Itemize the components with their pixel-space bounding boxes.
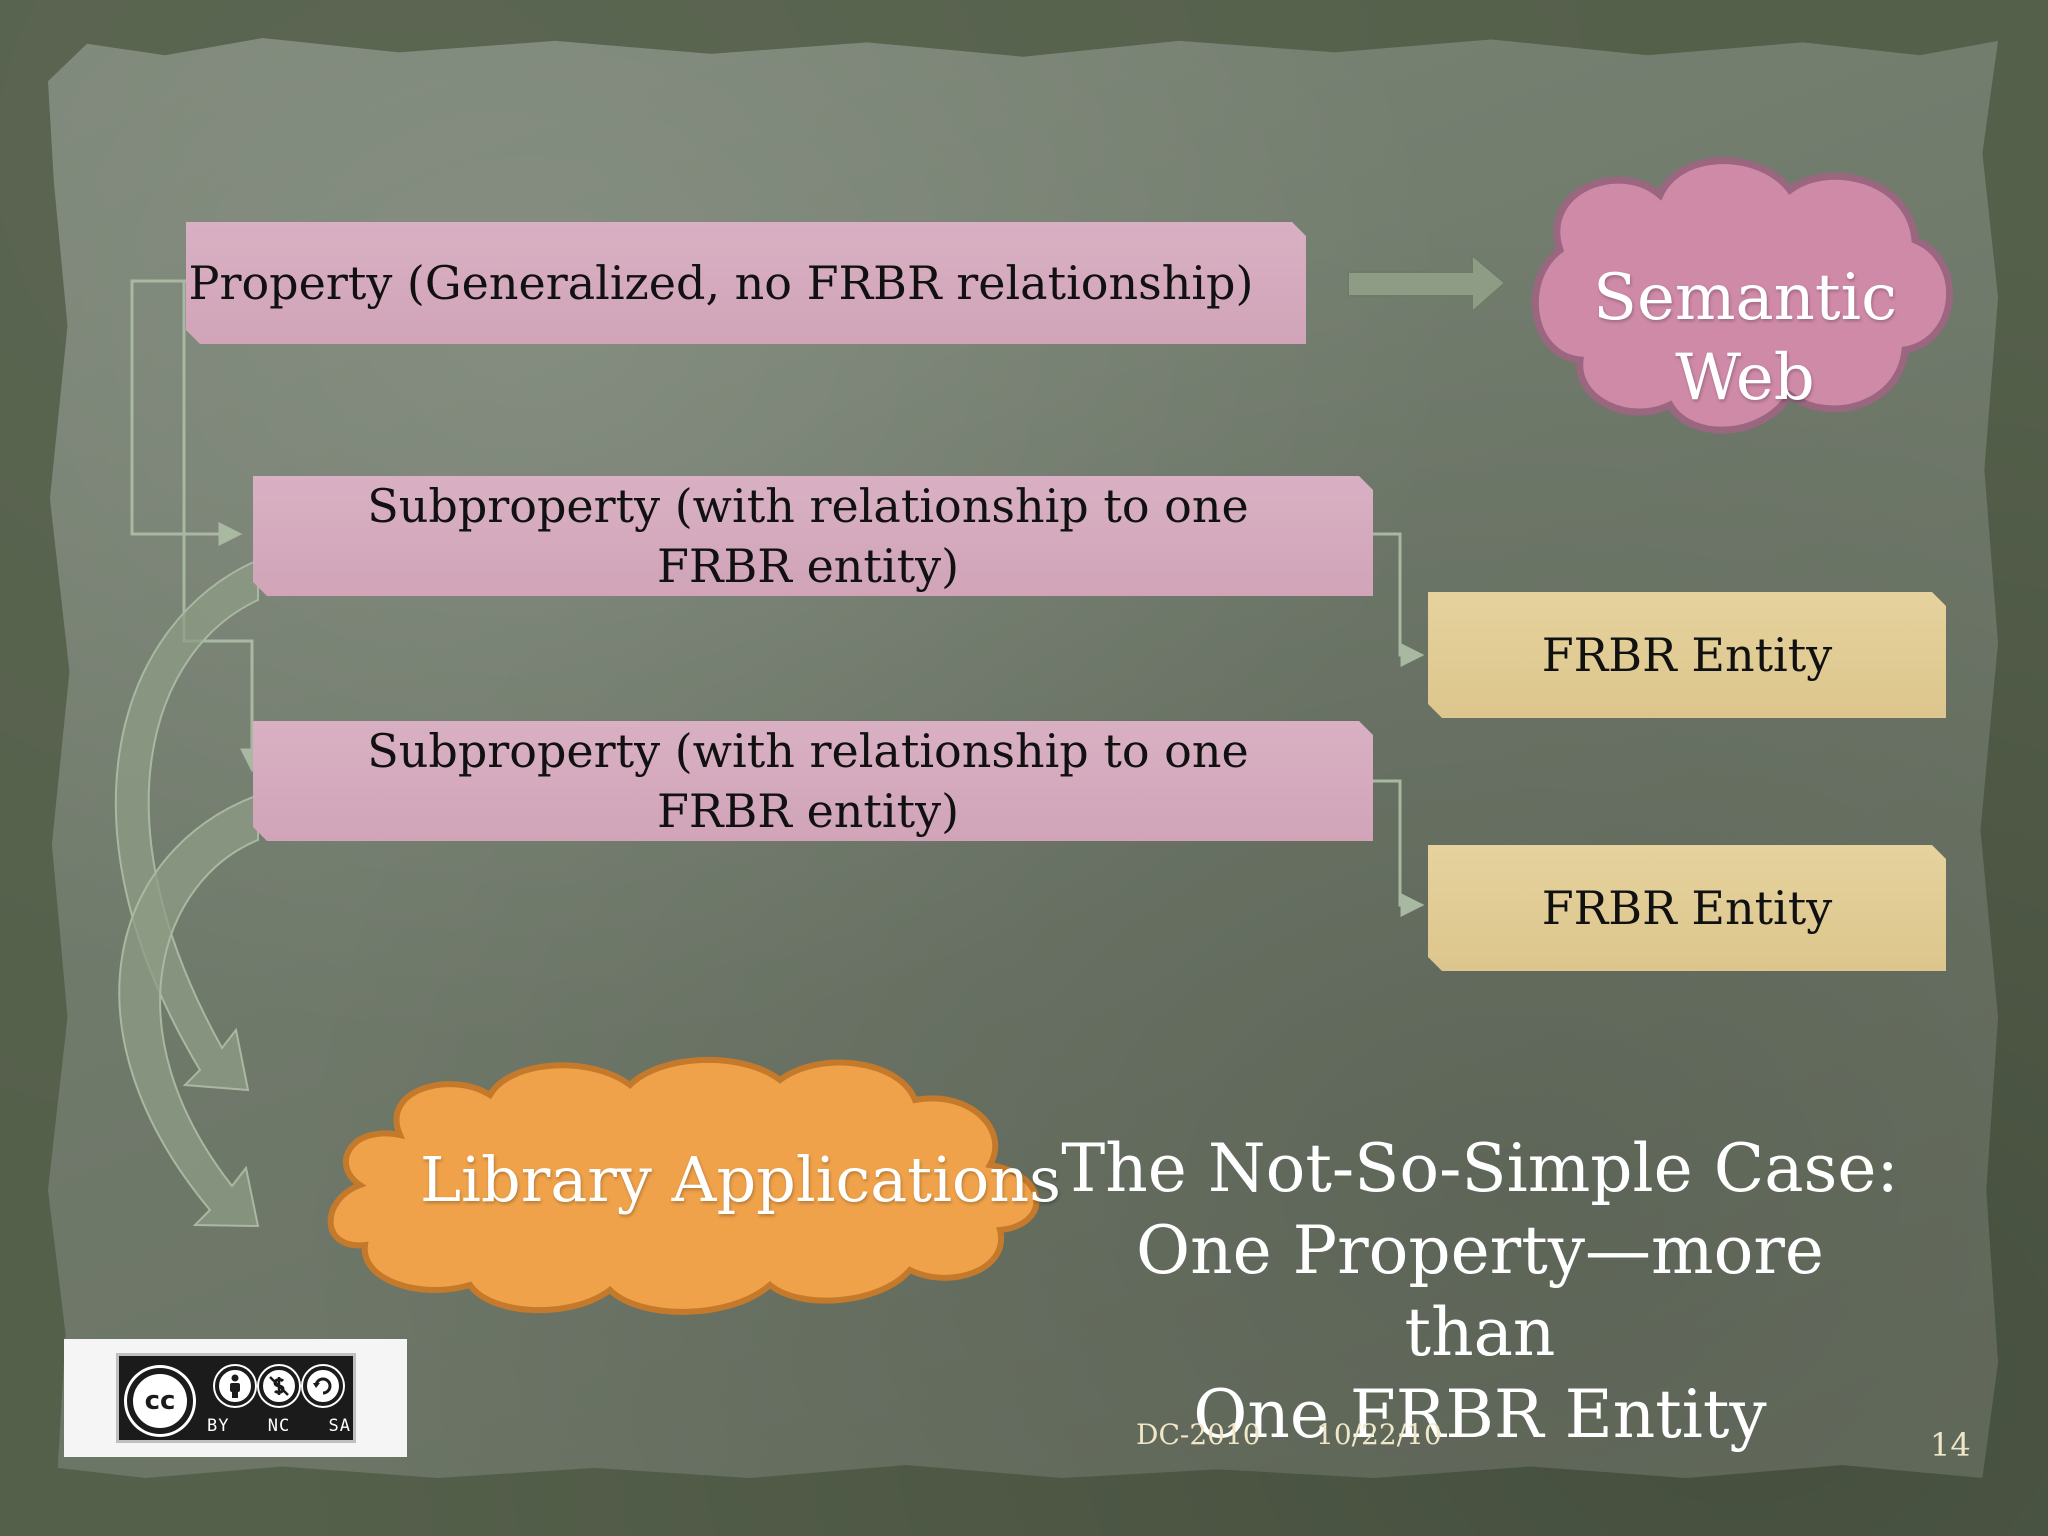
subproperty-box-2: Subproperty (with relationship to one FR…	[253, 721, 1373, 841]
cc-icon: cc	[127, 1368, 193, 1434]
connector-property-to-sub1	[130, 279, 243, 546]
connector-sub2-to-entity2	[1373, 779, 1425, 917]
caption-line-2: One Property—more than	[1136, 1212, 1824, 1371]
curved-arrow-sub2-to-library	[118, 793, 260, 1228]
subproperty-label-1: Subproperty (with relationship to one FR…	[367, 479, 1249, 593]
caption-line-1: The Not-So-Simple Case:	[1061, 1130, 1899, 1207]
connector-sub1-to-entity1	[1373, 532, 1425, 667]
creative-commons-license-logo[interactable]: cc	[64, 1339, 407, 1457]
semantic-web-label: Semantic Web	[1593, 261, 1897, 415]
cc-tags: BY NC SA	[207, 1416, 351, 1436]
page-number: 14	[1930, 1426, 1971, 1464]
frbr-entity-label-1: FRBR Entity	[1541, 628, 1833, 682]
property-label: Property (Generalized, no FRBR relations…	[188, 256, 1254, 310]
cc-badge-text: cc	[144, 1386, 176, 1416]
library-applications-label: Library Applications	[420, 1143, 1061, 1216]
connector-property-to-sub2	[182, 279, 264, 773]
frbr-entity-label-2: FRBR Entity	[1541, 881, 1833, 935]
cc-badge-panel: cc	[116, 1353, 356, 1443]
footer-date: 10/22/10	[1316, 1418, 1442, 1451]
slide-caption: The Not-So-Simple Case: One Property—mor…	[1060, 1128, 1900, 1456]
library-applications-cloud	[327, 1056, 1040, 1315]
frbr-entity-box-2: FRBR Entity	[1428, 845, 1946, 971]
subproperty-box-1: Subproperty (with relationship to one FR…	[253, 476, 1373, 596]
subproperty-label-2: Subproperty (with relationship to one FR…	[367, 724, 1249, 838]
cc-tag-sa: SA	[328, 1416, 351, 1436]
nc-dollar-icon	[259, 1366, 299, 1406]
caption-line-3: One FRBR Entity	[1193, 1376, 1767, 1453]
semantic-web-cloud	[1531, 157, 1953, 434]
cc-tag-by: BY	[207, 1416, 230, 1436]
block-arrow-to-semantic-web	[1347, 252, 1507, 315]
property-box: Property (Generalized, no FRBR relations…	[186, 222, 1306, 344]
footer-conference: DC-2010	[1136, 1418, 1261, 1451]
sa-share-icon	[303, 1366, 343, 1406]
frbr-entity-box-1: FRBR Entity	[1428, 592, 1946, 718]
cc-tag-nc: NC	[267, 1416, 291, 1436]
by-person-icon	[215, 1366, 255, 1406]
